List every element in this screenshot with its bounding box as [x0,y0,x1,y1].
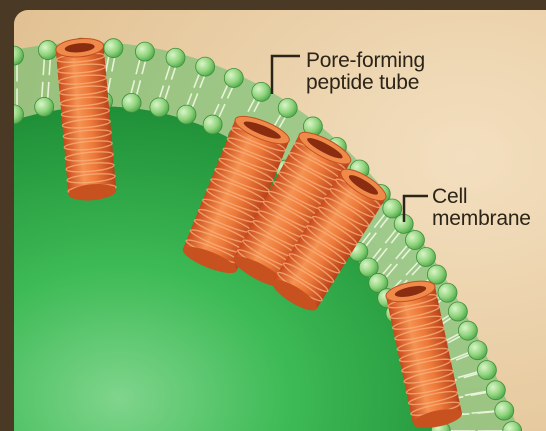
illustration-panel: Pore-forming peptide tube Cell membrane [14,10,546,431]
lipid-head [278,99,297,118]
lipid-head [405,231,424,250]
lipid-head [427,265,446,284]
lipid-head [224,69,243,88]
lipid-head [438,283,457,302]
pore-forming-peptide-tube-label: Pore-forming peptide tube [306,50,506,94]
lipid-head [477,361,496,380]
membrane-label-line-2: membrane [432,208,546,230]
lipid-head [166,48,185,67]
lipid-head [486,381,505,400]
pore-label-line-2: peptide tube [306,72,506,94]
lipid-head [196,57,215,76]
lipid-head [135,42,154,61]
lipid-head [495,401,514,420]
lipid-head [38,41,57,60]
lipid-head [177,105,196,124]
lipid-head [448,302,467,321]
lipid-head [150,98,169,117]
cell-membrane-label: Cell membrane [432,186,546,230]
lipid-head [468,341,487,360]
lipid-head [417,247,436,266]
lipid-head [458,321,477,340]
lipid-head [252,82,271,101]
lipid-head [203,115,222,134]
lipid-head [35,97,54,116]
lipid-head [104,39,123,58]
lipid-head [122,93,141,112]
pore-label-line-1: Pore-forming [306,50,506,72]
membrane-label-line-1: Cell [432,186,546,208]
lipid-head [383,199,402,218]
